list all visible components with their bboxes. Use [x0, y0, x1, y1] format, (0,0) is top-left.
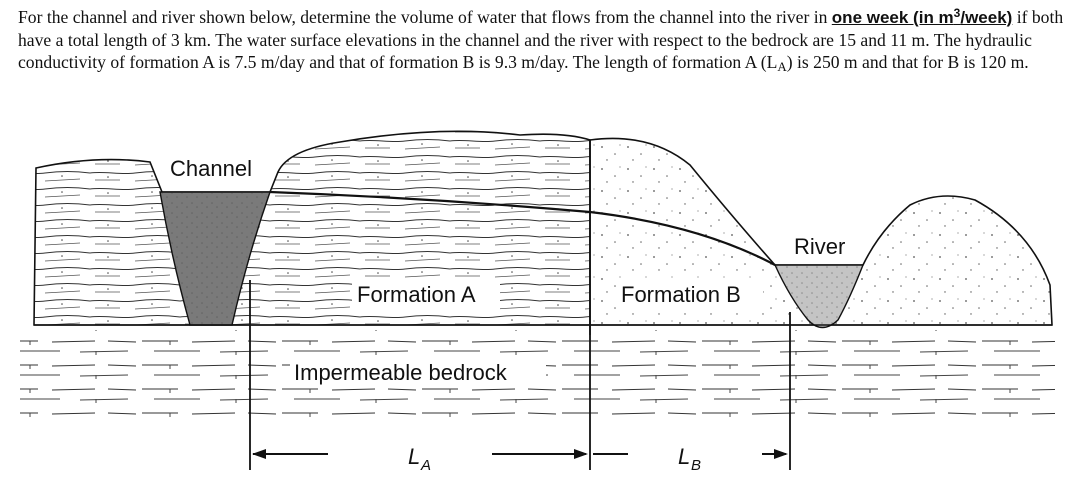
bedrock-label-bg — [290, 356, 546, 388]
bedrock-label: Impermeable bedrock — [294, 360, 508, 385]
river-label: River — [794, 234, 845, 259]
lb-label-subscript: B — [691, 457, 701, 474]
problem-text-2: if both have a total length of 3 km. The… — [18, 7, 1064, 72]
lb-label: L — [678, 444, 690, 469]
formation-b-label: Formation B — [621, 282, 741, 307]
water-table-line — [269, 190, 776, 266]
cross-section-diagram: Channel River Formation A Formation B Im… — [20, 130, 1055, 474]
formation-a-label: Formation A — [357, 282, 476, 307]
problem-text-1: For the channel and river shown below, d… — [18, 7, 832, 27]
river-label-bg — [790, 232, 858, 260]
channel-label: Channel — [170, 156, 252, 181]
emphasis-text-a: one week (in m — [831, 8, 954, 27]
emphasis-one-week: one week (in m3/week) — [831, 6, 1013, 27]
emphasis-superscript: 3 — [953, 6, 961, 20]
la-label: L — [408, 444, 420, 469]
channel-texture — [160, 192, 270, 325]
la-arrowhead-left — [252, 449, 266, 459]
emphasis-text-b: /week) — [960, 8, 1013, 27]
lb-arrowhead-right — [774, 449, 788, 459]
problem-statement: For the channel and river shown below, d… — [18, 6, 1073, 73]
la-arrowhead-right — [574, 449, 588, 459]
problem-text-3: ) is 250 m and that for B is 120 m. — [786, 52, 1029, 72]
problem-la-subscript: A — [777, 59, 787, 74]
formation-a-label-bg — [352, 278, 500, 310]
channel-label-bg — [166, 152, 266, 182]
la-label-subscript: A — [420, 457, 431, 474]
formation-a — [33, 130, 591, 326]
formation-b-label-bg — [617, 278, 763, 310]
river-texture — [775, 265, 863, 328]
